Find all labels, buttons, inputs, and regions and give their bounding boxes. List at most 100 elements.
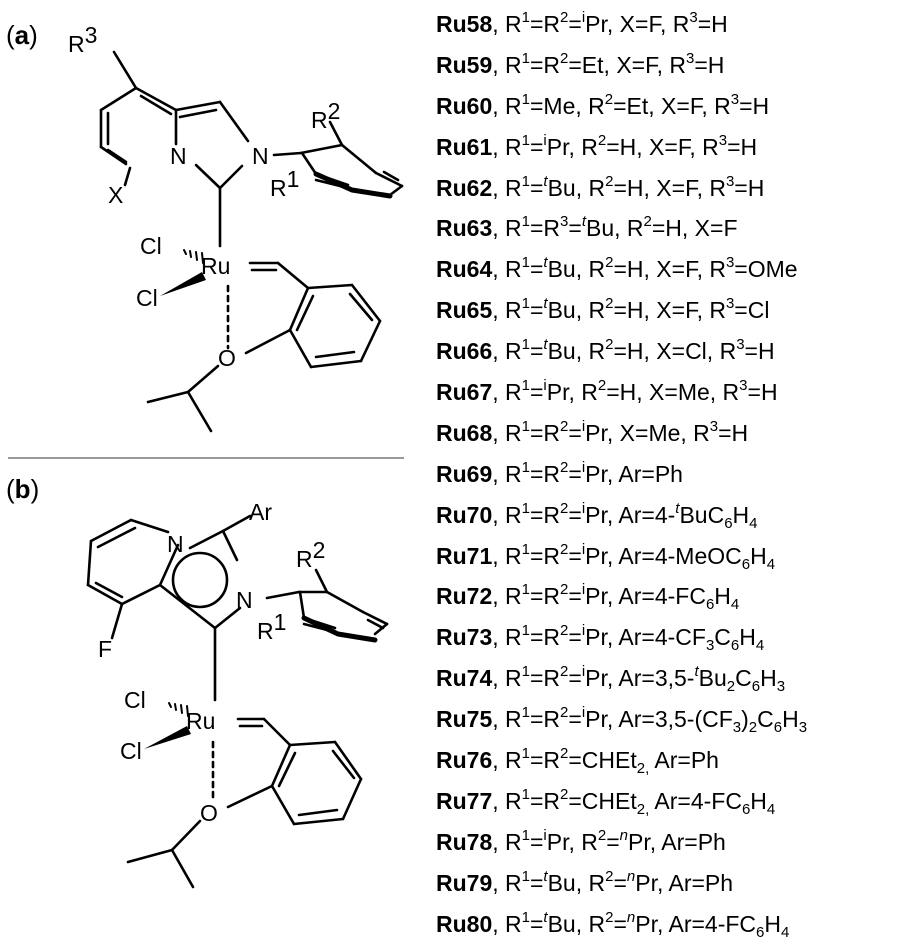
- compound-text-part: 6: [756, 923, 765, 941]
- compound-text-part: i: [581, 622, 586, 640]
- compound-text-part: , R: [492, 338, 522, 365]
- compound-text-part: 2: [643, 213, 652, 231]
- compound-text-part: 1: [521, 785, 530, 803]
- compound-text-part: H: [714, 583, 731, 610]
- compound-text-part: 1: [521, 458, 530, 476]
- panel-label-b: (b): [6, 474, 40, 504]
- compound-text-part: =R: [529, 460, 561, 487]
- compound-text-part: Bu: [698, 665, 727, 692]
- compound-text-part: 2: [560, 663, 569, 681]
- panel-label-a: (a): [6, 20, 38, 50]
- compound-text-part: =H, X=Cl, R: [613, 338, 737, 365]
- compound-text-part: 1: [521, 295, 530, 313]
- structure-b-labels: Ar N N R2 R1 F Cl Ru Cl O: [98, 499, 325, 826]
- compound-text-part: =: [529, 297, 544, 324]
- compound-text-part: =: [529, 133, 544, 160]
- compound-text-part: =: [568, 11, 582, 37]
- label-cl-2-b: Cl: [120, 738, 142, 764]
- compound-text-part: =H, X=Me, R: [606, 379, 740, 406]
- compound-text-part: =H: [744, 338, 775, 365]
- compound-text-part: 3: [705, 637, 715, 655]
- compound-text-part: t: [543, 254, 548, 272]
- compound-text-part: 3: [736, 336, 745, 354]
- compound-text-part: =H: [718, 419, 749, 446]
- compound-entry: Ru77, R1=R2=CHEt2, Ar=4-FC6H4: [436, 785, 807, 826]
- compound-text-part: 1: [521, 417, 530, 435]
- compound-id: Ru71: [436, 542, 493, 569]
- compound-text-part: i: [581, 417, 586, 435]
- compound-text-part: , R: [492, 869, 522, 896]
- compound-entry: Ru73, R1=R2=iPr, Ar=4-CF3C6H4: [436, 621, 807, 662]
- compound-text-part: Bu, R: [585, 215, 644, 242]
- compound-entry: Ru68, R1=R2=iPr, X=Me, R3=H: [436, 417, 807, 458]
- compound-text-part: 2: [605, 295, 614, 313]
- compound-text-part: =H, X=F, R: [613, 297, 726, 324]
- compound-text-part: =: [568, 215, 582, 242]
- compound-text-part: C: [757, 706, 774, 733]
- label-cl-2: Cl: [136, 285, 158, 311]
- compound-text-part: =R: [529, 747, 561, 774]
- label-o: O: [218, 345, 236, 371]
- compound-text-part: , R: [492, 583, 522, 610]
- compound-text-part: t: [543, 295, 548, 313]
- compound-entry: Ru61, R1=iPr, R2=H, X=F, R3=H: [436, 131, 807, 172]
- compound-text-part: 2: [605, 254, 614, 272]
- compound-id: Ru77: [436, 787, 493, 814]
- compound-text-part: , R: [492, 51, 522, 78]
- compound-text-part: t: [694, 663, 699, 681]
- compound-text-part: 3: [709, 417, 719, 435]
- compound-text-part: Pr, Ar=4-MeOC: [585, 542, 742, 569]
- compound-entry: Ru59, R1=R2=Et, X=F, R3=H: [436, 49, 807, 90]
- compound-text-part: 3: [725, 172, 735, 190]
- compound-text-part: 1: [521, 499, 530, 517]
- compound-text-part: , R: [492, 910, 522, 937]
- compound-entry: Ru72, R1=R2=iPr, Ar=4-FC6H4: [436, 580, 807, 621]
- compound-text-part: =: [568, 706, 582, 733]
- compound-text-part: =: [606, 828, 620, 855]
- compound-id: Ru78: [436, 828, 493, 855]
- compound-text-part: Pr, Ar=4-FC: [635, 910, 757, 937]
- label-ar: Ar: [249, 499, 272, 525]
- compound-text-part: 1: [521, 581, 530, 599]
- compound-text-part: , R: [492, 624, 522, 651]
- compound-text-part: =R: [529, 624, 561, 651]
- compound-entry: Ru75, R1=R2=iPr, Ar=3,5-(CF3)2C6H3: [436, 703, 807, 744]
- compound-text-part: t: [543, 172, 548, 190]
- compound-text-part: Pr, X=Me, R: [585, 419, 710, 446]
- compound-text-part: =H, X=F, R: [606, 133, 719, 160]
- compound-text-part: =R: [529, 665, 561, 692]
- compound-text-part: =: [568, 583, 582, 610]
- compound-text-part: 1: [521, 540, 530, 558]
- label-n2: N: [252, 143, 269, 169]
- compound-text-part: =OMe: [734, 256, 798, 283]
- compound-text-part: =: [529, 174, 544, 201]
- compound-text-part: =H, X=F, R: [613, 256, 726, 283]
- compound-text-part: Pr, Ar=4-: [585, 501, 676, 528]
- compound-text-part: =: [568, 501, 582, 528]
- compound-id: Ru74: [436, 665, 493, 692]
- compound-text-part: =CHEt: [568, 747, 637, 774]
- compound-text-part: =: [529, 379, 544, 406]
- compound-text-part: =R: [529, 501, 561, 528]
- compound-text-part: n: [626, 867, 636, 885]
- compound-text-part: =: [568, 624, 582, 651]
- compound-entry: Ru74, R1=R2=iPr, Ar=3,5-tBu2C6H3: [436, 662, 807, 703]
- compound-text-part: Pr, R: [546, 133, 598, 160]
- compound-text-part: =R: [529, 11, 561, 37]
- compound-text-part: Pr, Ar=Ph: [585, 460, 683, 487]
- compound-text-part: 2: [726, 678, 736, 696]
- compound-entry: Ru71, R1=R2=iPr, Ar=4-MeOC6H4: [436, 540, 807, 581]
- compound-text-part: H: [750, 787, 767, 814]
- compound-text-part: , R: [492, 665, 522, 692]
- label-f: F: [98, 636, 112, 662]
- compound-text-part: =R: [529, 51, 561, 78]
- compound-id: Ru60: [436, 92, 493, 119]
- compound-text-part: 1: [521, 826, 530, 844]
- compound-entry: Ru66, R1=tBu, R2=H, X=Cl, R3=H: [436, 335, 807, 376]
- compound-entry: Ru76, R1=R2=CHEt2, Ar=Ph: [436, 744, 807, 785]
- compound-text-part: i: [543, 131, 547, 149]
- compound-entry: Ru58, R1=R2=iPr, X=F, R3=H: [436, 8, 807, 49]
- compound-text-part: i: [581, 704, 586, 722]
- compound-text-part: , R: [492, 828, 522, 855]
